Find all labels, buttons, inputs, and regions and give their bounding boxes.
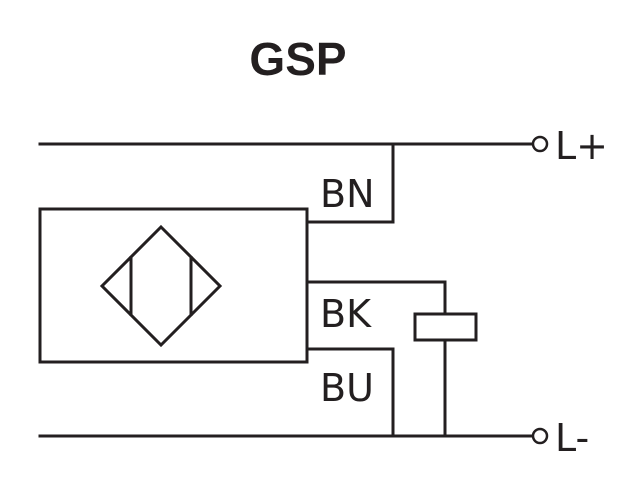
terminal-negative-label: L-	[555, 416, 589, 460]
diagram-title: GSP	[249, 33, 346, 85]
terminal-negative-icon	[531, 427, 549, 445]
terminal-positive-icon	[531, 135, 549, 153]
inductive-sensor-diamond-icon	[99, 224, 223, 348]
wire-blue	[305, 347, 395, 438]
wire-brown	[305, 142, 395, 224]
wire-black	[305, 280, 447, 316]
wire-label-blue: BU	[320, 366, 374, 410]
wire-label-black: BK	[320, 292, 372, 336]
terminal-positive-label: L+	[555, 124, 608, 168]
load-resistor-icon	[413, 312, 478, 342]
sensor-body	[38, 207, 309, 364]
wire-label-brown: BN	[320, 172, 375, 216]
